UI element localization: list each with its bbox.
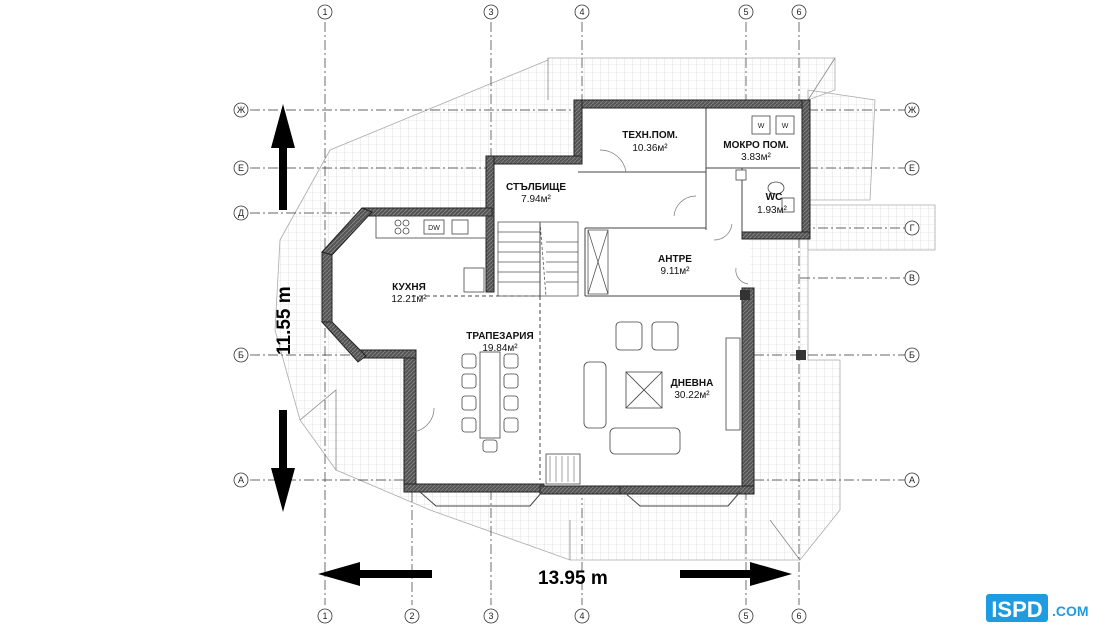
room-name-kitchen: КУХНЯ (392, 282, 426, 293)
axis-bottom-3: 3 (488, 611, 493, 621)
axis-right-a: А (909, 475, 915, 485)
axis-top-4: 4 (579, 7, 584, 17)
axis-left-zh: Ж (237, 105, 246, 115)
axis-bubbles-bottom: 1 2 3 4 5 6 (317, 608, 807, 624)
room-name-tech: ТЕХН.ПОМ. (622, 130, 678, 141)
axis-right-b: Б (909, 350, 915, 360)
axis-left-e: Е (238, 163, 244, 173)
axis-right-e: Е (909, 163, 915, 173)
room-name-stairs: СТЪЛБИЩЕ (506, 182, 566, 193)
axis-right-v: В (909, 273, 915, 283)
washer-1-label: W (758, 123, 765, 130)
room-area-dining: 19.84м² (482, 343, 518, 354)
door-swings (409, 149, 749, 433)
axis-bottom-2: 2 (409, 611, 414, 621)
staircase (497, 221, 609, 297)
room-area-wc: 1.93м² (757, 205, 787, 216)
bathroom-fixtures (735, 115, 795, 213)
axis-top-5: 5 (743, 7, 748, 17)
axis-top-3: 3 (488, 7, 493, 17)
room-name-living: ДНЕВНА (671, 378, 714, 389)
logo-mark: ISPD (991, 597, 1042, 622)
axis-top-1: 1 (322, 7, 327, 17)
room-area-kitchen: 12.21м² (391, 294, 427, 305)
axis-bubbles-left: Ж Е Д Б А (233, 102, 249, 488)
dimension-arrows (271, 104, 792, 586)
room-name-hall: АНТРЕ (658, 254, 692, 265)
logo: ISPD .COM (986, 592, 1106, 624)
walls (320, 99, 811, 495)
axis-bottom-1: 1 (322, 611, 327, 621)
axis-bottom-5: 5 (743, 611, 748, 621)
room-name-wc: WC (766, 192, 783, 203)
room-area-hall: 9.11м² (661, 266, 691, 277)
interior-floor (326, 102, 806, 498)
room-area-utility: 3.83м² (741, 152, 771, 163)
living-furniture (545, 321, 741, 485)
room-area-living: 30.22м² (674, 390, 710, 401)
axis-right-g: Г (910, 223, 915, 233)
axis-right-zh: Ж (908, 105, 917, 115)
room-area-tech: 10.36м² (632, 143, 668, 154)
dining-set (461, 351, 519, 453)
logo-suffix: .COM (1052, 603, 1089, 619)
width-dimension: 13.95 m (538, 568, 608, 589)
washer-2-label: W (782, 123, 789, 130)
room-name-dining: ТРАПЕЗАРИЯ (466, 331, 533, 342)
axis-top-6: 6 (796, 7, 801, 17)
axis-bottom-4: 4 (579, 611, 584, 621)
fireplace-hatch (549, 456, 575, 482)
axis-left-b: Б (238, 350, 244, 360)
axis-bottom-6: 6 (796, 611, 801, 621)
bay-window-outline (419, 491, 741, 507)
axis-bubbles-right: Ж Е Г В Б А (904, 102, 920, 488)
columns (740, 290, 806, 360)
height-dimension: 11.55 m (274, 286, 295, 355)
room-name-utility: МОКРО ПОМ. (723, 140, 789, 151)
room-labels: ТЕХН.ПОМ. 10.36м² МОКРО ПОМ. 3.83м² СТЪЛ… (391, 130, 789, 401)
axis-bubbles-top: 1 3 4 5 6 (317, 4, 807, 20)
dishwasher-label: DW (428, 225, 440, 232)
kitchen-counter (375, 215, 487, 293)
logo-mark-icon: ISPD .COM (986, 594, 1089, 622)
axis-left-d: Д (238, 208, 244, 218)
axis-left-a: А (238, 475, 244, 485)
room-area-stairs: 7.94м² (521, 194, 551, 205)
